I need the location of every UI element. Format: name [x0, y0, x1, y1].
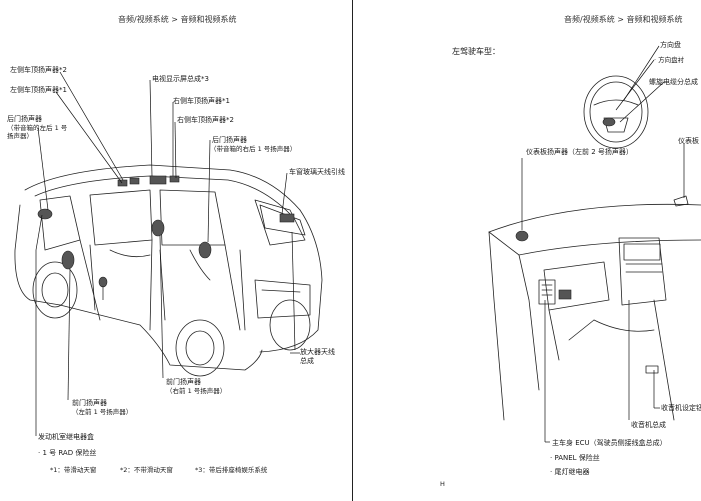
label-front-door-speaker-left-note: （左前 1 号扬声器）: [72, 408, 133, 416]
label-rear-door-speaker-left-note-2: 扬声器）: [7, 132, 33, 140]
vehicle-speaker-location-diagram: [14, 71, 323, 436]
left-page: 音频/视频系统 > 音频和视频系统: [7, 15, 345, 474]
label-steering-wheel: 方向盘: [660, 41, 681, 49]
label-engine-relay-box: 发动机室继电器盒: [38, 433, 94, 441]
label-rad-fuse: · 1 号 RAD 保险丝: [38, 449, 97, 457]
label-rear-door-speaker-right-note: （带音箱的右后 1 号扬声器）: [210, 145, 297, 153]
section-title-lhd: 左驾驶车型：: [452, 47, 500, 56]
footnote-3: *3：带后排座椅娱乐系统: [195, 466, 268, 474]
label-dash-speaker-left: 仪表板扬声器（左前 2 号扬声器）: [526, 148, 633, 156]
page-divider: [352, 0, 353, 501]
label-tv-display: 电视显示屏总成*3: [152, 75, 209, 83]
label-rear-door-speaker-left-note: （带音箱的左后 1 号: [7, 124, 68, 132]
label-panel-fuse: · PANEL 保险丝: [550, 454, 600, 462]
label-front-door-speaker-right: 前门扬声器: [166, 378, 201, 386]
label-front-door-speaker-left: 前门扬声器: [72, 399, 107, 407]
footnote-2: *2：不带滑动天窗: [120, 466, 173, 474]
left-page-header: 音频/视频系统 > 音频和视频系统: [118, 15, 237, 24]
page-number: H: [440, 480, 445, 488]
label-left-roof-speaker-2: 左侧车顶扬声器*2: [10, 66, 67, 74]
label-radio-bracket: 收音机设定钮: [661, 404, 701, 412]
label-amplifier-antenna: 放大器天线: [300, 348, 335, 356]
right-page: 音频/视频系统 > 音频和视频系统 左驾驶车型：: [354, 0, 701, 501]
label-steering-pad: · 方向盘衬: [654, 56, 685, 64]
label-right-roof-speaker-2: 右侧车顶扬声器*2: [177, 116, 234, 124]
right-page-header: 音频/视频系统 > 音频和视频系统: [564, 15, 683, 24]
label-rear-door-speaker-left: 后门扬声器: [7, 115, 42, 123]
label-main-body-ecu: 主车身 ECU（驾驶员侧接线盒总成）: [552, 439, 667, 447]
dashboard-location-diagram: [488, 45, 701, 443]
label-tail-relay: · 尾灯继电器: [550, 468, 590, 476]
label-dash-speaker-right: 仪表板: [678, 137, 699, 145]
label-left-roof-speaker-1: 左侧车顶扬声器*1: [10, 86, 67, 94]
label-spiral-cable: 螺旋电缆分总成: [649, 78, 698, 86]
label-rear-door-speaker-right: 后门扬声器: [212, 136, 247, 144]
label-right-roof-speaker-1: 右侧车顶扬声器*1: [173, 97, 230, 105]
label-rear-window-antenna: 车窗玻璃天线引线: [289, 168, 345, 176]
label-front-door-speaker-right-note: （右前 1 号扬声器）: [166, 387, 227, 395]
footnote-1: *1：带滑动天窗: [50, 466, 97, 474]
label-amplifier-antenna-2: 总成: [300, 357, 314, 365]
label-radio-assembly: 收音机总成: [631, 421, 666, 429]
